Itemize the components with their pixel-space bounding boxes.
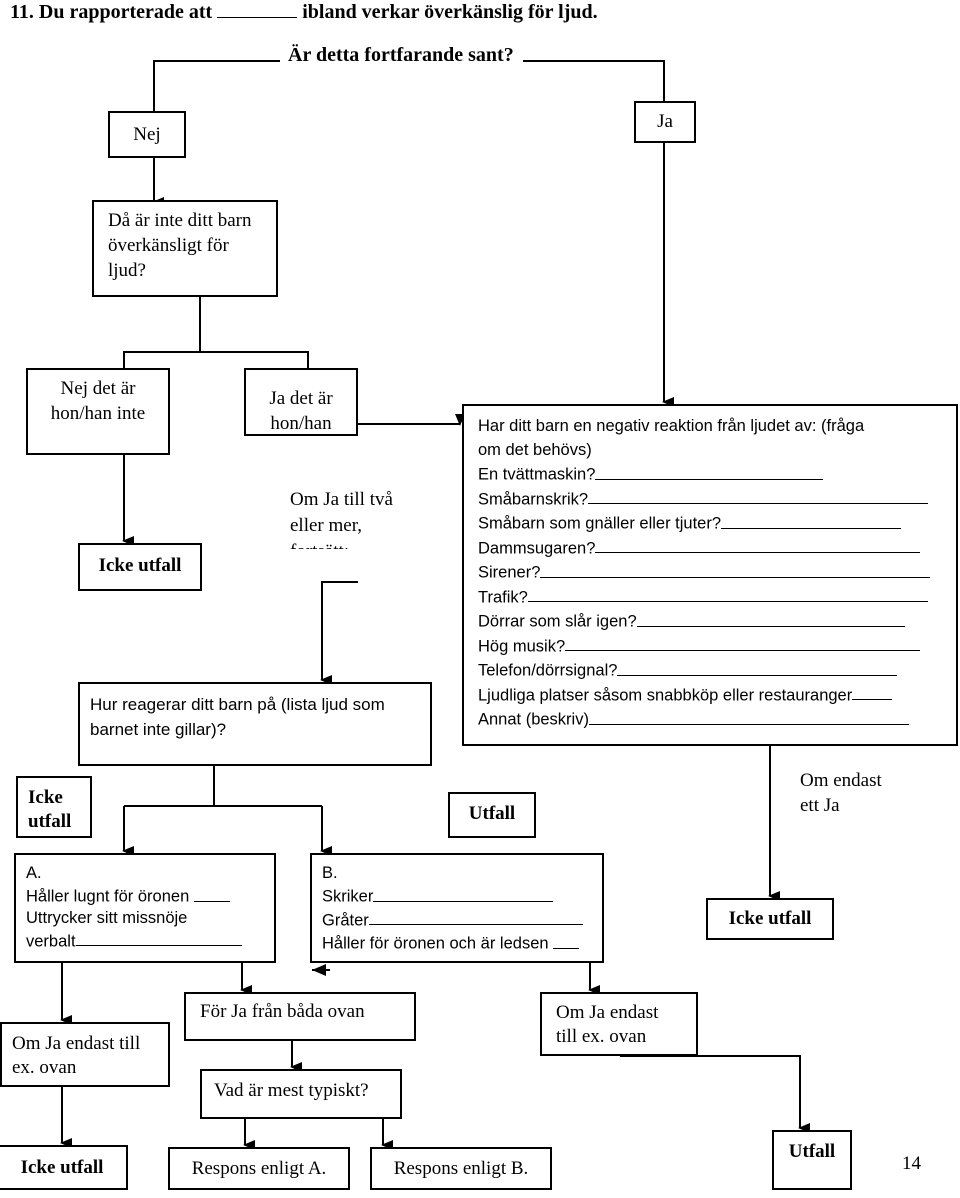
sound-item-phone[interactable]: Telefon/dörrsignal? — [478, 658, 956, 683]
nej-det-ar-line: hon/han inte — [50, 403, 146, 424]
utfall-box-mid[interactable]: Utfall — [448, 792, 536, 838]
icke-utfall-box-bottom[interactable]: Icke utfall — [0, 1145, 128, 1190]
ja-det-ar-line: hon/han — [270, 413, 332, 434]
sound-item-places[interactable]: Ljudliga platser såsom snabbköp eller re… — [478, 683, 956, 708]
sound-item-whine[interactable]: Småbarn som gnäller eller tjuter? — [478, 511, 956, 536]
om-ja-endast-b-box[interactable]: Om Ja endast till ex. ovan — [540, 992, 698, 1056]
negative-reaction-intro: Har ditt barn en negativ reaktion från l… — [478, 417, 865, 435]
om-ja-endast-a-line: Om Ja endast till — [12, 1033, 141, 1054]
question-prompt: Är detta fortfarande sant? — [288, 44, 514, 66]
reaction-box[interactable]: Hur reagerar ditt barn på (lista ljud so… — [78, 682, 432, 766]
option-b-box[interactable]: B. Skriker Gråter Håller för öronen och … — [310, 853, 604, 963]
icke-utfall-label: Icke utfall — [728, 908, 812, 929]
icke-utfall-label: Icke utfall — [98, 555, 182, 576]
icke-utfall-box-right[interactable]: Icke utfall — [706, 898, 834, 940]
reaction-line: barnet inte gillar)? — [90, 720, 227, 739]
question-heading: 11. Du rapporterade att ibland verkar öv… — [10, 0, 598, 24]
sound-item-music[interactable]: Hög musik? — [478, 634, 956, 659]
utfall-box-bottom[interactable]: Utfall — [772, 1130, 852, 1190]
icke-utfall-box-1[interactable]: Icke utfall — [78, 543, 202, 591]
nej-det-ar-line: Nej det är — [60, 378, 136, 399]
sound-item-traffic[interactable]: Trafik? — [478, 585, 956, 610]
respons-b-box[interactable]: Respons enligt B. — [370, 1147, 552, 1190]
utfall-label: Utfall — [468, 803, 516, 824]
sound-item-other[interactable]: Annat (beskriv) — [478, 707, 956, 732]
page-number: 14 — [902, 1153, 921, 1174]
sound-item-vacuum[interactable]: Dammsugaren? — [478, 536, 956, 561]
negative-reaction-box[interactable]: Har ditt barn en negativ reaktion från l… — [462, 404, 958, 746]
not-sensitive-line: ljud? — [108, 260, 146, 281]
answer-nej-box[interactable]: Nej — [108, 111, 186, 158]
reaction-line: Hur reagerar ditt barn på (lista ljud so… — [90, 695, 385, 714]
child-name-blank[interactable] — [217, 0, 298, 18]
respons-a-box[interactable]: Respons enligt A. — [168, 1147, 350, 1190]
om-ja-endast-b-line: Om Ja endast — [556, 1002, 659, 1023]
sound-item-doors[interactable]: Dörrar som slår igen? — [478, 609, 956, 634]
mest-typiskt-label: Vad är mest typiskt? — [214, 1080, 369, 1101]
om-ja-endast-a-box[interactable]: Om Ja endast till ex. ovan — [0, 1022, 170, 1087]
om-ja-endast-b-line: till ex. ovan — [556, 1026, 647, 1047]
om-ja-tva-note: Om Ja till två eller mer, fortsätt: — [290, 489, 393, 549]
answer-nej-label: Nej — [133, 124, 161, 145]
icke-utfall-label: Icke utfall — [20, 1157, 104, 1178]
option-a-item[interactable]: Håller lugnt för öronen — [26, 884, 274, 908]
utfall-label: Utfall — [788, 1141, 836, 1162]
for-ja-bada-box[interactable]: För Ja från båda ovan — [184, 992, 416, 1041]
ja-det-ar-line: Ja det är — [269, 388, 333, 409]
sound-item-washer[interactable]: En tvättmaskin? — [478, 462, 956, 487]
not-sensitive-box[interactable]: Då är inte ditt barn överkänsligt för lj… — [92, 200, 278, 297]
nej-det-ar-box[interactable]: Nej det är hon/han inte — [26, 368, 170, 455]
option-b-item[interactable]: Skriker — [322, 884, 602, 908]
icke-utfall-box-left[interactable]: Icke utfall — [16, 776, 92, 838]
sound-item-baby-cry[interactable]: Småbarnskrik? — [478, 487, 956, 512]
not-sensitive-line: överkänsligt för — [108, 235, 229, 256]
ja-det-ar-box[interactable]: Ja det är hon/han — [244, 368, 358, 436]
option-a-item: Uttrycker sitt missnöje — [26, 908, 188, 927]
respons-a-label: Respons enligt A. — [191, 1158, 327, 1179]
sound-item-sirens[interactable]: Sirener? — [478, 560, 956, 585]
icke-utfall-left-line: utfall — [28, 811, 72, 832]
option-b-label: B. — [322, 864, 338, 882]
answer-ja-label: Ja — [657, 111, 673, 132]
not-sensitive-line: Då är inte ditt barn — [108, 210, 252, 231]
respons-b-label: Respons enligt B. — [393, 1158, 529, 1179]
answer-ja-box[interactable]: Ja — [634, 101, 696, 143]
om-ja-endast-a-line: ex. ovan — [12, 1057, 77, 1078]
icke-utfall-left-line: Icke — [28, 787, 63, 808]
option-b-item[interactable]: Gråter — [322, 908, 602, 932]
negative-reaction-intro: om det behövs) — [478, 441, 592, 459]
om-endast-ett-ja-note: Om endast ett Ja — [800, 770, 882, 816]
option-a-item[interactable]: verbalt — [26, 929, 274, 953]
option-a-label: A. — [26, 864, 42, 882]
mest-typiskt-box[interactable]: Vad är mest typiskt? — [200, 1069, 402, 1119]
option-a-box[interactable]: A. Håller lugnt för öronen Uttrycker sit… — [14, 853, 276, 963]
for-ja-bada-label: För Ja från båda ovan — [200, 1001, 365, 1022]
option-b-item[interactable]: Håller för öronen och är ledsen — [322, 931, 602, 955]
